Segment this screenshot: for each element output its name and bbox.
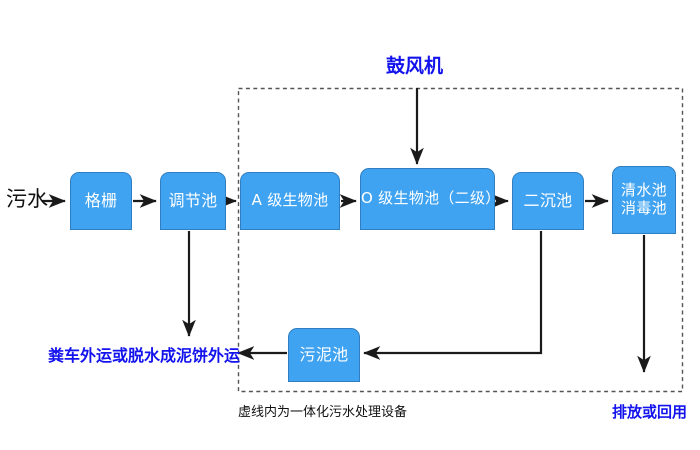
- node-secondary-sedimentation-tank-label: 二沉池: [523, 190, 573, 210]
- node-sludge-pool[interactable]: 污泥池: [288, 328, 360, 382]
- node-grille-label: 格栅: [84, 190, 118, 210]
- node-regulating-tank[interactable]: 调节池: [160, 172, 226, 230]
- node-a-stage-bio-tank[interactable]: A 级生物池: [240, 172, 340, 230]
- node-clear-water-disinfection-tank-label: 清水池 消毒池: [621, 181, 667, 217]
- node-o-stage-bio-tank[interactable]: O 级生物池（二级）: [360, 168, 501, 230]
- blower-label: 鼓风机: [386, 55, 444, 77]
- arrow-sed2-to-sludge-pool: [363, 231, 543, 360]
- integrated-equipment-dashed-box: [237, 87, 684, 393]
- node-clear-water-disinfection-tank[interactable]: 清水池 消毒池: [612, 166, 676, 234]
- node-regulating-tank-label: 调节池: [168, 190, 218, 210]
- node-o-stage-bio-tank-label: O 级生物池（二级）: [361, 189, 501, 208]
- sludge-external-transport-label: 粪车外运或脱水成泥饼外运: [48, 346, 241, 365]
- dashed-box-caption: 虚线内为一体化污水处理设备: [238, 405, 408, 420]
- node-a-stage-bio-tank-label: A 级生物池: [251, 191, 329, 210]
- node-grille[interactable]: 格栅: [70, 172, 132, 230]
- node-sludge-pool-label: 污泥池: [299, 344, 349, 364]
- effluent-discharge-label: 排放或回用: [612, 403, 688, 421]
- influent-label: 污水: [6, 187, 48, 211]
- node-secondary-sedimentation-tank[interactable]: 二沉池: [512, 172, 584, 230]
